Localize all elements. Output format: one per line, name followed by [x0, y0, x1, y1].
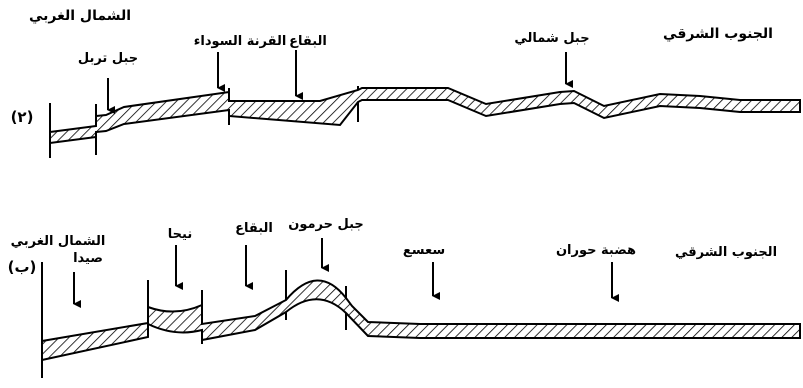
panel-b-label: نيحا	[168, 227, 192, 242]
panel-b-label: سعسع	[403, 243, 445, 258]
panel-a-marker: (۲)	[11, 108, 34, 126]
panel-a: الشمال الغربي الجنوب الشرقي (۲) جبل تربل…	[11, 8, 801, 158]
panel-b-label: البقاع	[235, 221, 273, 236]
panel-a-label: البقاع	[289, 34, 327, 49]
panel-a-direction-right: الجنوب الشرقي	[663, 26, 773, 42]
panel-b: الشمال الغربي الجنوب الشرقي (ب) صيدا نيح…	[8, 217, 801, 378]
panel-a-label: جبل شمالي	[514, 31, 589, 46]
panel-b-marker: (ب)	[8, 258, 37, 276]
panel-b-label: جبل حرمون	[288, 217, 364, 232]
panel-a-direction-left: الشمال الغربي	[29, 8, 131, 24]
panel-b-direction-left: الشمال الغربي	[11, 234, 106, 249]
panel-a-label: جبل تربل	[78, 51, 138, 66]
panel-b-strata-band	[41, 279, 801, 362]
panel-b-label: صيدا	[73, 251, 103, 266]
panel-a-strata-band	[49, 87, 801, 145]
panel-a-label: القرنة السوداء	[194, 34, 287, 49]
panel-b-direction-right: الجنوب الشرقي	[675, 245, 777, 260]
panel-b-label: هضبة حوران	[556, 243, 636, 258]
